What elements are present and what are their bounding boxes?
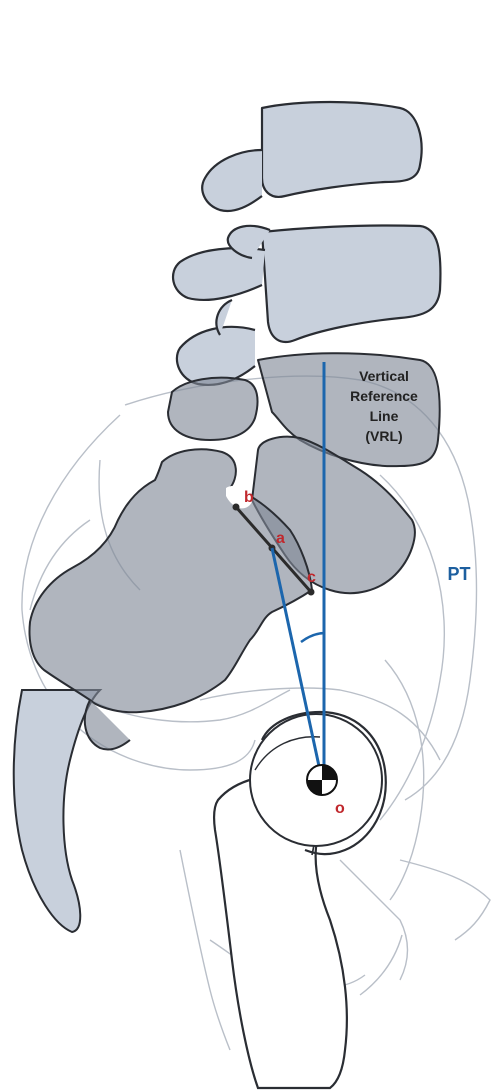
pt-angle-arc <box>301 633 325 642</box>
vrl-label-line4: (VRL) <box>365 428 402 444</box>
vertebra-l5-posterior <box>177 327 255 385</box>
hip-center-marker <box>307 765 337 795</box>
vertebra-l3 <box>262 102 422 197</box>
lumbar-spine <box>173 102 440 385</box>
vrl-label-line2: Reference <box>350 388 418 404</box>
point-o-label: o <box>335 800 345 817</box>
pt-label: PT <box>447 564 470 584</box>
point-c-marker <box>308 589 315 596</box>
point-b-marker <box>233 504 240 511</box>
vertebra-l4 <box>262 225 440 342</box>
vrl-label-line1: Vertical <box>359 368 409 384</box>
point-c-label: c <box>307 569 316 586</box>
point-b-label: b <box>244 489 254 506</box>
point-a-label: a <box>276 530 285 547</box>
l5-posterior-shade <box>168 378 258 440</box>
vrl-label-line3: Line <box>370 408 399 424</box>
vertebra-l3-posterior <box>202 150 262 211</box>
